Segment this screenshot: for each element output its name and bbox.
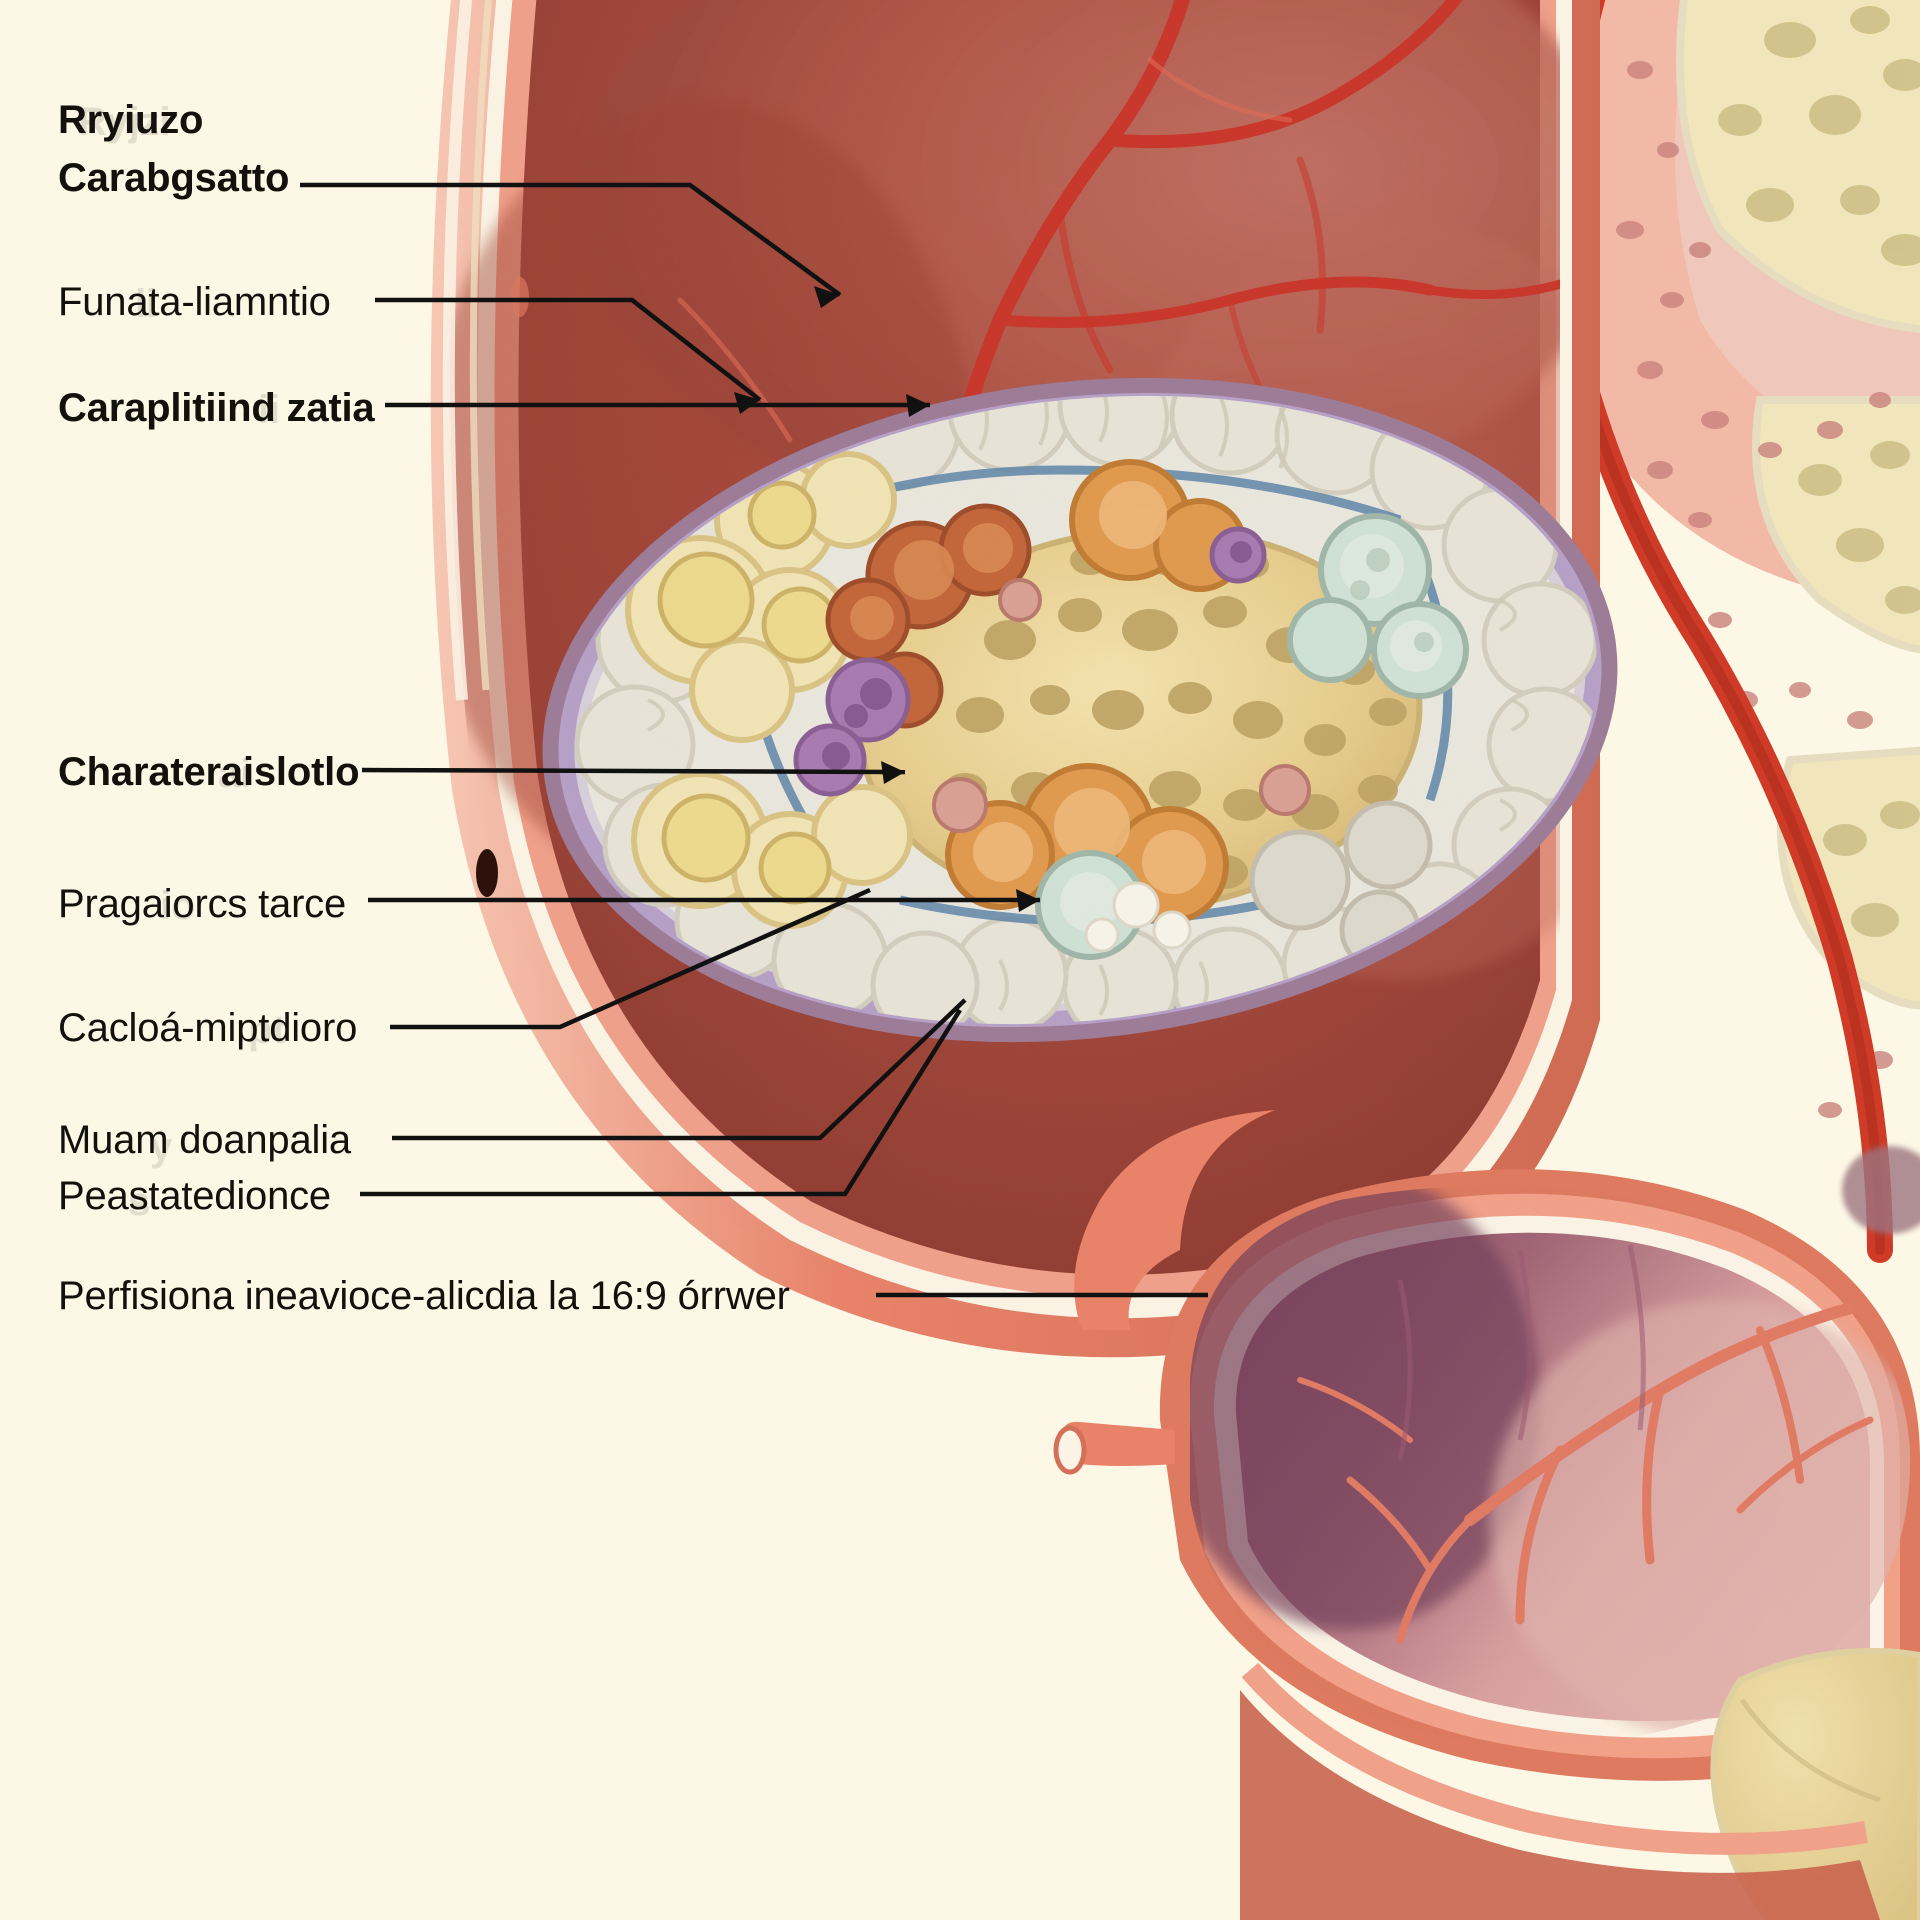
ghost-artifact-5: io [160,884,196,928]
leader-line-1 [300,182,842,297]
label-9: Perfisiona ineavioce-alicdia la 16:9 órr… [58,1274,790,1318]
label-1-line-1: Rryiuzo [58,98,204,142]
label-2: Funata-liamntio [58,280,331,324]
ghost-artifact-2: li [135,282,157,326]
label-7: Muam doanpalia [58,1118,351,1162]
lower-organ-duct-stump [1053,1421,1175,1475]
label-1-line-2: Carabgsatto [58,156,290,200]
leader-line-2 [375,297,762,402]
ghost-artifact-3: ii [258,388,280,432]
ghost-artifact-1: Ryjzi [78,100,171,144]
lower-organ [1053,1110,1920,1920]
label-4: Charateraislotlo [58,750,360,794]
ghost-artifact-8: s [128,1180,151,1224]
leader-line-6 [390,887,871,1030]
leader-line-4 [361,767,906,775]
ghost-artifact-4: ai [218,752,251,796]
ghost-artifact-6: pt [248,1008,286,1052]
label-8: Peastatedionce [58,1174,331,1218]
label-6: Cacloá-miptdioro [58,1006,358,1050]
leader-line-7 [392,998,967,1141]
label-3: Caraplitiind zatia [58,386,375,430]
label-5: Pragaiorcs tarce [58,882,347,926]
inner-glandular-mass [542,342,1630,1060]
leader-arrowheads [734,286,1040,912]
ghost-artifact-7: y [150,1125,173,1169]
leader-line-8 [360,1008,962,1197]
